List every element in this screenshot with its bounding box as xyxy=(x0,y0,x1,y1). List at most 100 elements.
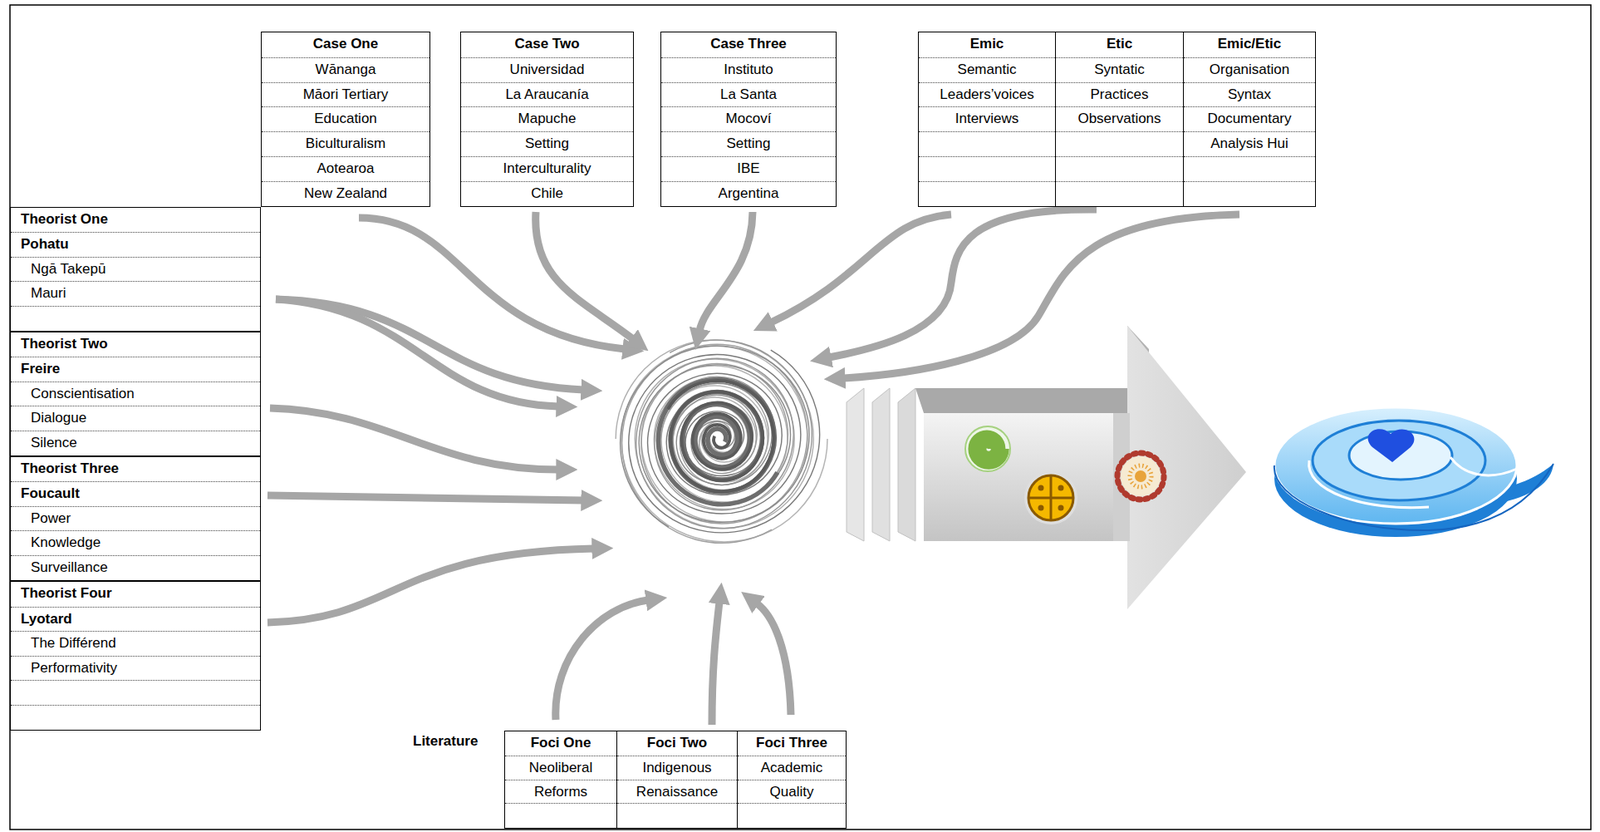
yellow-quartered-icon xyxy=(1024,471,1078,525)
table-cell: Knowledge xyxy=(30,534,101,550)
table-row: Foci Two xyxy=(617,731,737,756)
section-label: Literature xyxy=(411,732,480,750)
table-row: Argentina xyxy=(661,181,836,207)
table-cell: Dialogue xyxy=(30,409,87,426)
table-row: Reforms xyxy=(505,779,617,804)
input-arrows xyxy=(267,209,1240,725)
table-heading: Etic xyxy=(1106,35,1133,52)
table-heading: Foci Three xyxy=(755,734,828,751)
table-row: Renaissance xyxy=(617,779,737,804)
yellow-quartered-icon-part xyxy=(1050,475,1053,521)
empty-row xyxy=(918,181,1056,207)
table-cell: Neoliberal xyxy=(529,759,594,776)
green-spiral-icon-part xyxy=(965,426,1011,472)
empty-row xyxy=(1183,181,1316,207)
table-cell: Wānanga xyxy=(315,61,377,78)
blue-spiral-shape-part xyxy=(1309,460,1429,508)
table-row: Case Three xyxy=(661,32,836,58)
table-cell: Chile xyxy=(530,185,564,202)
table-row: Aotearoa xyxy=(261,156,430,182)
table-cell: Syntax xyxy=(1227,86,1272,103)
table-cell: Māori Tertiary xyxy=(303,86,389,103)
red-dotted-icon-part xyxy=(1134,470,1147,482)
table-row: Documentary xyxy=(1183,106,1316,132)
central-spiral-part xyxy=(642,359,795,511)
table-row: Quality xyxy=(737,779,846,804)
table-column: Theorist ThreeFoucaultPowerKnowledgeSurv… xyxy=(9,456,261,581)
input-arrows-part xyxy=(699,211,753,331)
table-row: Universidad xyxy=(461,57,634,83)
table-row: Syntatic xyxy=(1055,57,1183,83)
output-arrow-part xyxy=(898,387,916,541)
table-cell: New Zealand xyxy=(304,185,388,202)
table-cell: Setting xyxy=(726,135,771,152)
input-arrows-part xyxy=(267,548,594,623)
table-row: Semantic xyxy=(918,57,1056,83)
table-row: Case Two xyxy=(461,32,634,58)
empty-row xyxy=(918,131,1056,157)
table-cell: Interviews xyxy=(955,110,1020,127)
table-row: Performativity xyxy=(10,655,261,681)
table-row: IBE xyxy=(661,156,836,182)
table-row: Interculturality xyxy=(461,156,634,182)
table-row: La Santa xyxy=(661,82,836,108)
blue-spiral-shape-part xyxy=(1450,456,1517,476)
red-dotted-icon-part xyxy=(1129,465,1152,487)
blue-spiral-shape-part xyxy=(1312,420,1486,501)
table-heading: Foucault xyxy=(20,485,80,501)
table-row: The Différend xyxy=(10,630,261,656)
table-cell: Indigenous xyxy=(642,759,712,776)
table-row: Theorist One xyxy=(10,207,261,232)
table-row: Setting xyxy=(461,131,634,157)
table-row: Leaders’voices xyxy=(918,82,1056,108)
table-cell: Mocoví xyxy=(726,110,772,127)
table-row: La Araucanía xyxy=(461,82,634,108)
table-cell: Power xyxy=(30,510,71,526)
table-row: Observations xyxy=(1055,106,1183,132)
output-arrow xyxy=(846,325,1247,609)
table-row: Theorist Four xyxy=(10,581,261,607)
empty-row xyxy=(918,156,1056,182)
table-row: Chile xyxy=(461,181,634,207)
red-dotted-icon-part xyxy=(1120,456,1161,496)
yellow-quartered-icon-part xyxy=(1024,471,1078,525)
empty-row xyxy=(1055,156,1183,182)
input-arrows-part xyxy=(555,599,648,720)
table-row: Analysis Hui xyxy=(1183,131,1316,157)
yellow-quartered-icon-part xyxy=(1038,505,1045,511)
input-arrows-part xyxy=(267,495,584,501)
table-column: Theorist OnePohatuNgā TakepūMauri xyxy=(9,206,261,332)
input-arrows-part xyxy=(269,407,559,470)
output-arrow-part xyxy=(846,387,864,541)
table-row: Silence xyxy=(10,430,261,455)
input-arrows-part xyxy=(770,214,952,323)
table-heading: Theorist Two xyxy=(20,335,108,352)
blue-spiral-shape-part xyxy=(1368,428,1415,462)
central-spiral-part xyxy=(634,358,806,528)
table-cell: Organisation xyxy=(1209,61,1290,78)
table-row: Foci One xyxy=(505,731,617,756)
table-row: Academic xyxy=(737,755,846,780)
central-spiral-part xyxy=(621,345,828,542)
empty-row xyxy=(10,679,261,705)
table-row: Freire xyxy=(10,356,261,381)
empty-row xyxy=(505,802,617,827)
table-row: Theorist Two xyxy=(10,332,261,357)
table-heading: Lyotard xyxy=(20,610,73,627)
empty-row xyxy=(1055,131,1183,157)
input-arrows-part xyxy=(275,299,584,390)
table-cell: Reforms xyxy=(534,783,588,800)
table-row: Surveillance xyxy=(10,554,261,580)
table-row: Power xyxy=(10,505,261,531)
table-row: Setting xyxy=(661,131,836,157)
yellow-quartered-icon-part xyxy=(1038,485,1045,491)
table-cell: Academic xyxy=(760,759,824,776)
yellow-quartered-icon-part xyxy=(1058,485,1065,491)
table-cell: Instituto xyxy=(723,61,774,78)
table-cell: Analysis Hui xyxy=(1210,135,1289,152)
output-arrow-part xyxy=(915,387,1128,413)
table-cell: The Différend xyxy=(30,634,117,651)
table-row: Foci Three xyxy=(737,731,846,756)
empty-row xyxy=(737,802,846,827)
